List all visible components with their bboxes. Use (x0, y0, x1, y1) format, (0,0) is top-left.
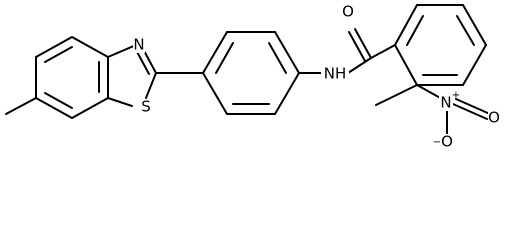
ortho-methyl-bond (375, 84, 418, 106)
carbonyl-to-ring-bond (370, 44, 396, 59)
middle-ring-inner-bond-2 (268, 42, 287, 74)
amide-nh-label-bg (321, 66, 349, 82)
molecule-diagram: N S NH O N O O + − (5, 2, 500, 151)
right-ring-bond-6 (394, 44, 418, 86)
right-ring-inner-bond-2 (456, 15, 475, 46)
nitro-n-label: N (440, 94, 451, 112)
thiazole-bond-1 (107, 44, 137, 58)
middle-ring-bond-1 (202, 31, 228, 74)
benzothiazole-ring-bond-5 (71, 97, 109, 119)
s-thiazole-label-bg (140, 99, 152, 115)
middle-ring-bond-6 (202, 72, 228, 115)
right-ring-bond-3 (462, 4, 487, 46)
nitro-n-plus-charge: + (452, 90, 460, 101)
nitro-n-label-bg (439, 95, 453, 111)
benzothiazole-ring-bond-2 (35, 36, 73, 58)
amide-nh-label: NH (324, 65, 347, 83)
middle-ring-bond-3 (274, 31, 300, 74)
benzothiazole-inner-bond-3 (44, 92, 73, 109)
thiazole-bond-2 (107, 97, 133, 107)
nh-to-carbonyl-bond (347, 57, 372, 74)
s-thiazole-label: S (141, 98, 151, 116)
carbonyl-double-bond-1 (354, 28, 372, 59)
right-ring-inner-bond-1 (406, 15, 424, 46)
chemical-structure-svg: N S NH O N O O + − (5, 3, 500, 151)
benzothiazole-ring-bond-3 (71, 36, 109, 58)
thiazole-bond-5 (145, 72, 157, 99)
nitro-o-top-label-bg (488, 110, 500, 126)
nitro-top-double-bond-2 (452, 103, 488, 120)
middle-ring-bond-4 (274, 72, 300, 115)
right-ring-bond-4 (462, 44, 487, 86)
nitro-o-minus-charge: − (433, 137, 441, 148)
nitro-o-top-label: O (488, 109, 500, 127)
carbonyl-o-label-bg (342, 4, 354, 20)
nitro-o-bottom-label-bg (440, 134, 454, 150)
n-thiazole-label: N (133, 36, 144, 54)
middle-ring-inner-bond-1 (215, 42, 234, 74)
methyl-bond-left (5, 97, 37, 115)
carbonyl-o-label: O (342, 3, 354, 21)
benzothiazole-ring-bond-6 (35, 97, 73, 119)
benzothiazole-inner-bond-1 (44, 46, 73, 63)
right-ring-bond-1 (394, 4, 418, 46)
n-thiazole-label-bg (133, 37, 145, 53)
nitro-top-double-bond (455, 98, 491, 115)
carbonyl-double-bond-2 (348, 31, 366, 62)
nitro-o-bottom-label: O (441, 133, 453, 151)
